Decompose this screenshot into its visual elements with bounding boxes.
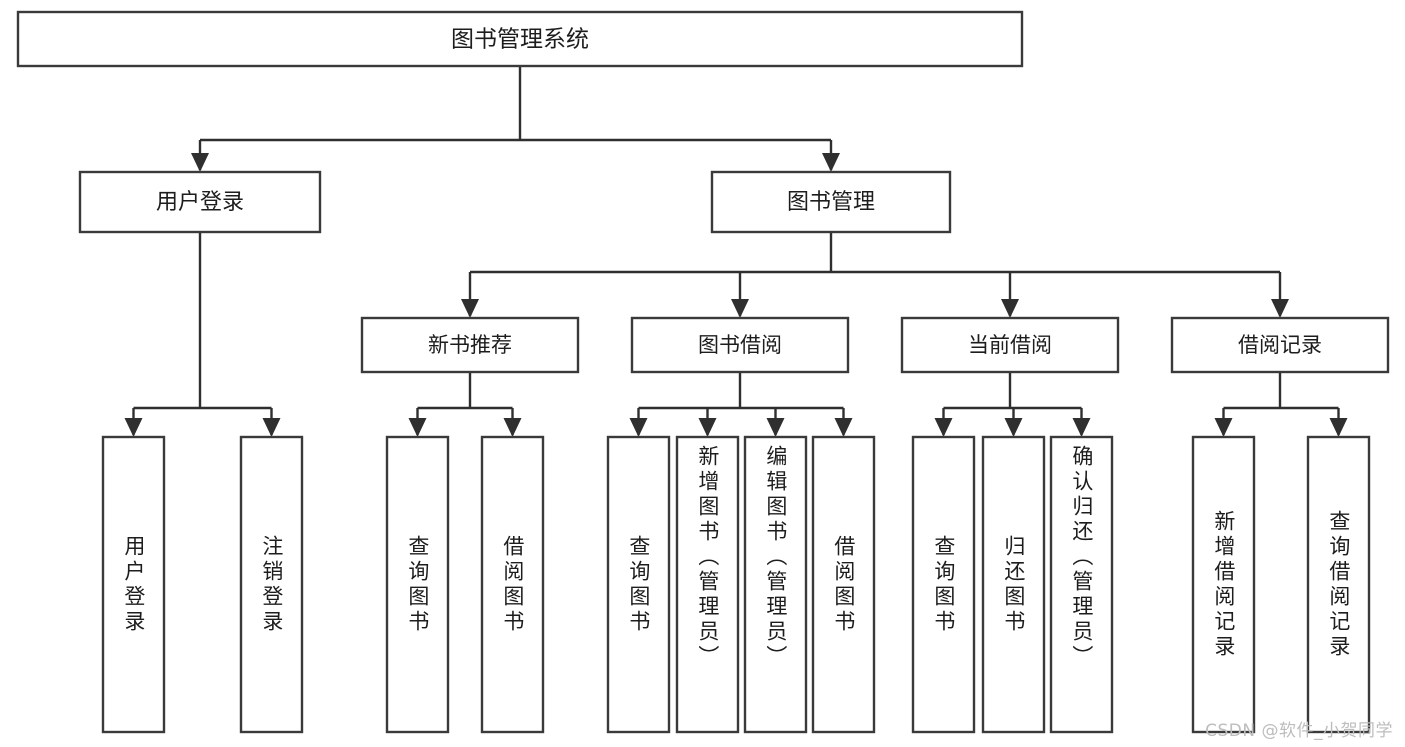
node-leaf-borrow-book-recommend[interactable] [480,435,545,734]
node-book-management-label: 图书管理 [787,190,875,215]
node-current-borrow-rect[interactable] [900,316,1120,374]
conn-new-book-recommend-arrow-0 [408,418,427,437]
conn-user-login-arrow-0 [124,418,143,437]
node-user-login-label: 用户登录 [156,190,244,215]
conn-book-management-arrow-3 [1271,299,1289,318]
conn-book-borrow-arrow-3 [834,418,853,437]
node-book-borrow-label: 图书借阅 [698,333,782,357]
node-book-management-rect[interactable] [710,170,952,234]
conn-book-management-arrow-2 [1001,299,1019,318]
conn-book-management-arrow-0 [461,299,479,318]
conn-current-borrow-arrow-2 [1072,418,1091,437]
node-leaf-return-book[interactable] [981,435,1046,734]
node-new-book-recommend[interactable]: 新书推荐 [360,316,580,374]
node-new-book-recommend-label: 新书推荐 [428,333,512,357]
node-leaf-user-login[interactable] [101,435,166,734]
conn-book-borrow-arrow-1 [698,418,717,437]
node-borrow-record-rect[interactable] [1170,316,1390,374]
node-book-borrow-rect[interactable] [630,316,850,374]
node-current-borrow-label: 当前借阅 [968,333,1052,357]
conn-borrow-record-arrow-1 [1329,418,1348,437]
node-book-management[interactable]: 图书管理 [710,170,952,234]
node-leaf-query-book-borrow[interactable] [606,435,671,734]
node-leaf-add-book-admin[interactable] [675,435,740,734]
conn-book-management-arrow-1 [731,299,749,318]
node-borrow-record-label: 借阅记录 [1238,333,1322,357]
conn-current-borrow-arrow-0 [934,418,953,437]
node-leaf-query-book-recommend[interactable] [385,435,450,734]
node-root-rect[interactable] [16,10,1024,68]
node-book-borrow[interactable]: 图书借阅 [630,316,850,374]
conn-book-borrow-arrow-2 [766,418,785,437]
node-leaf-borrow-book[interactable] [811,435,876,734]
conn-current-borrow-arrow-1 [1004,418,1023,437]
node-user-login[interactable]: 用户登录 [78,170,322,234]
node-current-borrow[interactable]: 当前借阅 [900,316,1120,374]
node-root-label: 图书管理系统 [451,27,589,53]
conn-book-borrow-arrow-0 [629,418,648,437]
conn-root-arrow-1 [822,153,840,172]
conn-root-arrow-0 [191,153,209,172]
node-leaf-add-borrow-record[interactable] [1191,435,1256,734]
conn-new-book-recommend-arrow-1 [503,418,522,437]
node-user-login-rect[interactable] [78,170,322,234]
node-leaf-logout[interactable] [239,435,304,734]
conn-borrow-record-arrow-0 [1214,418,1233,437]
conn-user-login-arrow-1 [262,418,281,437]
node-leaf-confirm-return-admin[interactable] [1049,435,1114,734]
node-leaf-query-borrow-record[interactable] [1306,435,1371,734]
node-borrow-record[interactable]: 借阅记录 [1170,316,1390,374]
connector-layer [124,66,1348,437]
node-leaf-query-book-current[interactable] [911,435,976,734]
watermark-text: CSDN @软件_小贺同学 [1205,721,1393,741]
node-new-book-recommend-rect[interactable] [360,316,580,374]
node-root[interactable]: 图书管理系统 [16,10,1024,68]
node-leaf-edit-book-admin[interactable] [743,435,808,734]
